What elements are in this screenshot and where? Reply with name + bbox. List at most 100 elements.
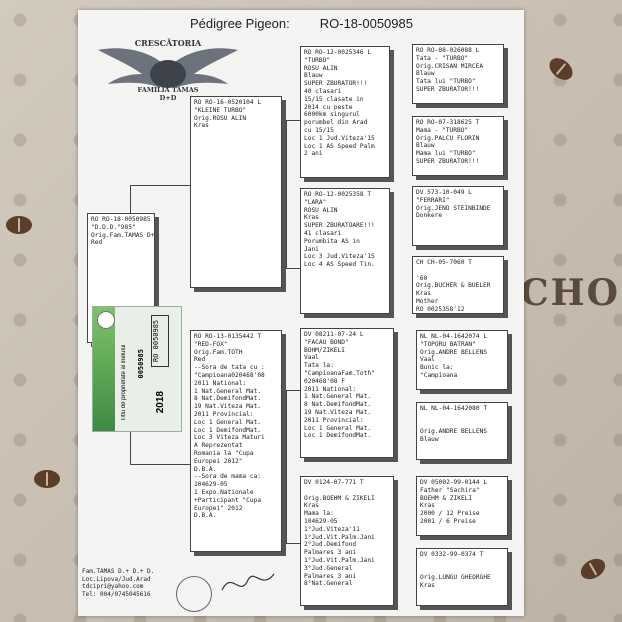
ring-number: RO RO-13-0135442 T [194,333,262,340]
entry-line: Palmares 3 ani [304,549,357,557]
entry-line: Donkere [416,212,443,220]
entry-line: A Reprezentat [194,442,243,450]
entry-line: Mama la: [304,510,334,518]
entry-line: 19 Nat.Viteza Mat. [194,403,262,411]
ring-number: RO RO-12-0025346 L [304,49,372,56]
entry-line: 2011 Provincial: [194,410,254,418]
signature-icon [221,573,275,591]
entry-line: Loc 1 DemifondMat. [194,426,262,434]
ring-number: NL NL-04-1642080 T [420,405,488,412]
title-label: Pédigree Pigeon: [190,16,290,31]
entry-line: --Sora de tata cu : [194,364,265,372]
entry-line: ROSU ALIN [304,206,338,214]
entry-line: Europei" 2012 [194,504,243,512]
pedigree-dam: RO RO-13-0135442 T "RED-FOX" Orig.Fam.TO… [190,330,282,552]
pedigree-dam-sire: DV 08211-07-24 L "FACAU BOND" BOHM/ZIKEL… [300,328,394,458]
entry-line: 1 Nat.General Mat. [304,393,372,401]
entry-line: D.B.A. [194,465,217,473]
entry-line: Father "Sachira" [420,486,480,494]
federation-emblem-icon [97,311,115,329]
connector-line [286,390,287,543]
ring-number: NL NL-04-1642074 L [420,333,488,340]
ring-number: RO RO-12-0025358 T [304,191,372,198]
connector-line [286,268,300,269]
entry-line: Kras [194,122,209,130]
entry-line: 1°Jud.Vit.Palm.Jani [304,533,375,541]
connector-line [130,464,190,465]
entry-line: 1°Jud.Vit.Palm.Jani [304,556,375,564]
card-ring-label: RO 0050985 [151,315,169,367]
entry-line: SUPER ZBURATOR!!! [304,80,368,88]
logo-text: FAMILIA TAMAS [138,86,199,94]
entry-line: D.B.A. [194,512,217,520]
ring-number: RO RO-18-0050985 [91,216,151,223]
entry-line: Vaal [304,354,319,362]
ring-number: DV 05002-99-0144 L [420,479,488,486]
entry-line: 15/15 clasate in [304,95,364,103]
ring-ownership-card: Titlu de proprietate al inelului 0050985… [92,306,182,432]
entry-line: Blauw [304,72,323,80]
entry-line: "Campioana [420,371,458,379]
entry-line: Red [194,356,206,364]
entry-line: 1 Expo.Nationale [194,488,254,496]
entry-line: Tata la: [304,362,334,370]
entry-line: Loc 1 Jud.Viteza'15 [304,134,375,142]
footer-line: Loc.Lipova/Jud.Arad [82,575,151,583]
entry-line: 2001 / 6 Preise [420,517,476,525]
entry-line: Kras [420,582,435,590]
entry-line: 41 clasari [304,229,342,237]
entry-line: Blauw [420,436,439,444]
card-stripe [93,307,115,431]
ring-number: DV 573-10-049 L [416,189,472,196]
entry-line: 40 clasari [304,87,342,95]
entry-line: Orig.Fam.TOTH [194,348,243,356]
connector-line [286,390,300,391]
entry-line: SUPER ZBURATOR!!! [416,85,480,93]
entry-line: Blauw [416,70,435,78]
entry-line: "FERRARI" [416,196,450,204]
entry-line: 1 Nat.General Mat. [194,387,262,395]
pedigree-gg-7: DV 05002-99-0144 L Father "Sachira" BOEH… [416,476,508,536]
entry-line: Orig.Fam.TAMAS D+D+D [91,231,155,239]
stamp-icon [176,576,212,612]
entry-line: Orig.JENO STEINBINDE [416,204,491,212]
entry-line: 19 Nat.Viteza Mat. [304,408,372,416]
ring-number: RO RO-07-318625 T [416,119,480,126]
ring-number: DV 0332-99-0374 T [420,551,484,558]
entry-line: Mother [416,297,439,305]
entry-line: "TURBO" [304,56,331,64]
entry-line [420,421,504,429]
entry-line: 2000 / 12 Preise [420,510,480,518]
entry-line: 104629-05 [304,517,338,525]
entry-line: Tata - "TURBO" [416,54,469,62]
entry-line: "KLEINE TURBO" [194,106,247,114]
entry-line: Kras [416,290,431,298]
entry-line: Kras [420,502,435,510]
entry-line: 2011 National: [194,379,247,387]
entry-line: Vaal [420,356,435,364]
entry-line: BOEHM & ZIKELI [420,494,473,502]
card-number: 0050985 [137,349,145,379]
entry-line: Loc 1 DemifondMat. [304,432,372,440]
ring-number: DV 0124-07-771 T [304,479,364,486]
entry-line: Loc 1 General Mat. [304,424,372,432]
entry-line: Loc 4 AS Speed Tin. [304,261,375,269]
pedigree-gg-8: DV 0332-99-0374 T Orig.LUNGU GHEORGHE Kr… [416,548,508,606]
background-text: CHO [520,272,621,314]
entry-line: Bunic la: [420,364,454,372]
entry-line: RO 0025358'12 [416,305,465,313]
pedigree-gg-3: DV 573-10-049 L "FERRARI" Orig.JENO STEI… [412,186,504,246]
logo-text: CRESCĂTORIA [135,38,202,48]
footer-line: tdcipri@yahoo.com [82,583,144,590]
pedigree-sheet: Pédigree Pigeon:RO-18-0050985 CRESCĂTORI… [78,10,524,616]
entry-line [420,413,504,421]
entry-line: 6000km singurul [304,111,360,119]
wings-logo: CRESCĂTORIA FAMILIA TAMAS D+D [98,38,238,102]
connector-line [130,185,190,186]
entry-line: Europei 2012" [194,457,243,465]
pedigree-sire: RO RO-16-0520104 L "KLEINE TURBO" Orig.R… [190,96,282,288]
entry-line: Red [91,239,103,247]
pedigree-gg-4: CH CH-05-7060 T '60 Orig.BUCHER & BUELER… [412,256,504,314]
entry-line: --Sora de mama ca: [194,473,262,481]
entry-line: Loc 3 Viteza Maturi [194,434,265,442]
